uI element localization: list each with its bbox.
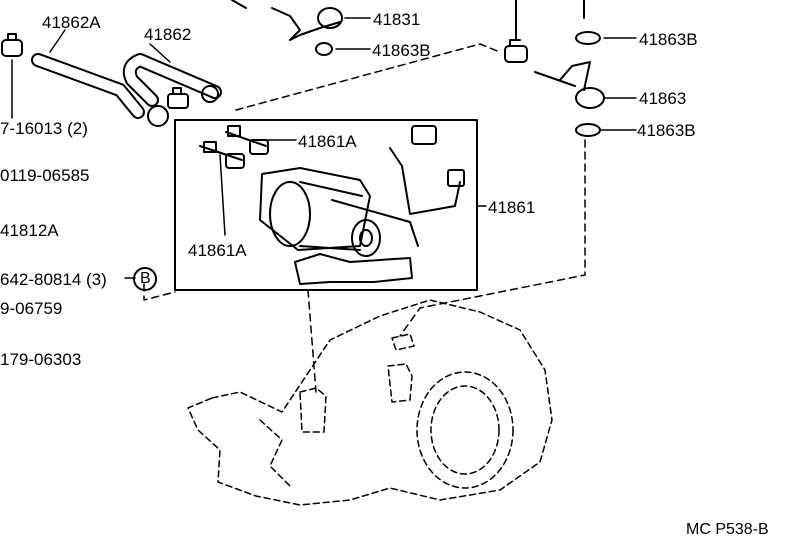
label-41861a-top: 41861A	[298, 132, 357, 151]
hose-41862a	[1, 33, 169, 127]
label-41862: 41862	[144, 25, 192, 44]
label-179-06303: 179-06303	[0, 350, 82, 369]
label-41863: 41863	[639, 89, 687, 108]
label-0119-06585: 0119-06585	[0, 166, 90, 185]
actuator-group-box	[174, 119, 478, 291]
ref-b-letter: B	[140, 270, 151, 287]
label-41861: 41861	[488, 198, 536, 217]
diagram-code: MC P538-B	[686, 521, 769, 538]
actuator-motor-41861	[259, 125, 465, 285]
label-41863b-right: 41863B	[637, 121, 696, 140]
label-642-80814: 642-80814 (3)	[0, 270, 107, 289]
label-41812a: 41812A	[0, 221, 59, 240]
hose-clip-right	[504, 0, 528, 63]
hose-41862	[122, 53, 222, 109]
label-clip-16013: 7-16013 (2)	[0, 119, 88, 138]
differential-housing	[187, 299, 553, 506]
ref-b-circle	[133, 267, 157, 291]
label-41831: 41831	[373, 10, 421, 29]
leader-lines	[11, 17, 637, 279]
label-41863b-top: 41863B	[372, 41, 431, 60]
fitting-41861a	[199, 125, 269, 169]
bracket-41831	[231, 0, 343, 56]
label-9-06759: 9-06759	[0, 299, 63, 318]
label-41861a-bottom: 41861A	[188, 241, 247, 260]
label-41863b-right-top: 41863B	[639, 30, 698, 49]
valve-41863	[534, 0, 605, 137]
label-41862a: 41862A	[42, 13, 101, 32]
